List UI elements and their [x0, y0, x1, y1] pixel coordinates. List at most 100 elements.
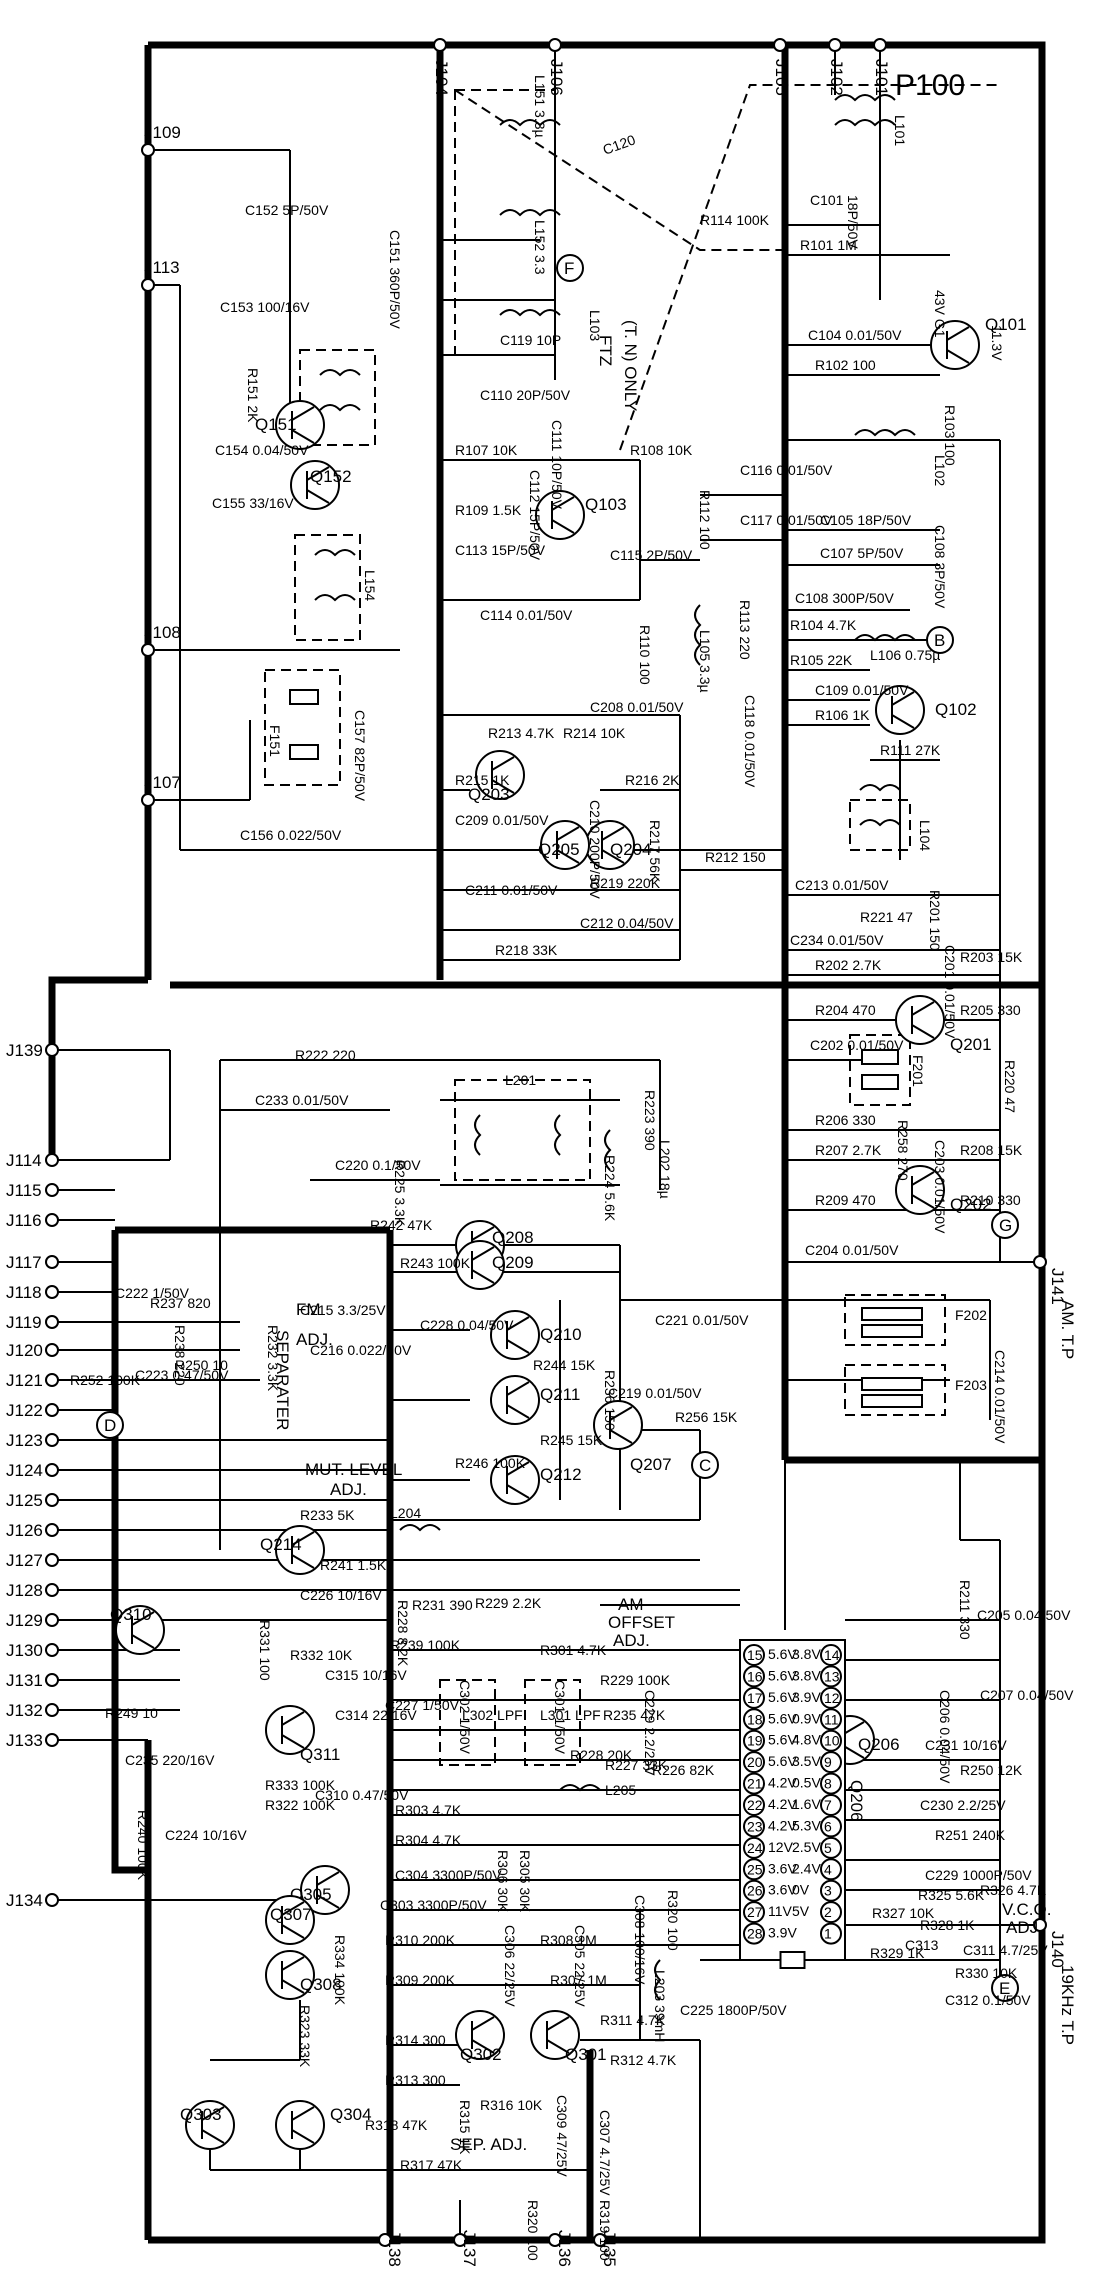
- transistor-emitter: [911, 1194, 935, 1209]
- transistor-collector: [609, 1406, 633, 1421]
- marker-c: C: [691, 1451, 719, 1479]
- connector-j123: J123: [6, 1431, 59, 1450]
- component-label: R303 4.7K: [395, 1802, 462, 1818]
- component-label: C214 0.01/50V: [992, 1350, 1008, 1444]
- ic-pin: [820, 1686, 842, 1709]
- component-label: R101 1M: [800, 237, 857, 253]
- connector-j137: J137: [453, 2230, 479, 2267]
- component-label: R304 4.7K: [395, 1832, 462, 1848]
- component-label: R309 200K: [385, 1972, 456, 1988]
- connector-j129: J129: [6, 1611, 59, 1630]
- note-text: MUT. LEVEL: [305, 1460, 402, 1479]
- transistor-q308: Q308: [265, 1950, 342, 2000]
- ic-pin-number: 23: [747, 1818, 763, 1834]
- connector-j101: J101: [872, 38, 891, 96]
- transistor-collector: [946, 326, 970, 341]
- ic-pin: [743, 1729, 765, 1752]
- connector-label: J127: [6, 1551, 43, 1570]
- component-label: C116 0.01/50V: [740, 462, 833, 478]
- connector-label: J126: [6, 1521, 43, 1540]
- ic-pin: [820, 1922, 842, 1945]
- ic-pin-number: 11: [824, 1711, 839, 1727]
- connector-label: J113: [144, 258, 180, 277]
- ic-pin: [820, 1729, 842, 1752]
- component-label: C151 360P/50V: [387, 230, 403, 330]
- transistor-body: [875, 685, 925, 735]
- component-label: C202 0.01/50V: [810, 1037, 904, 1053]
- ic-pin: [820, 1665, 842, 1688]
- transistor-label: Q311: [300, 1745, 340, 1764]
- transistor-collector: [551, 496, 575, 511]
- transistor-body: [490, 1310, 540, 1360]
- ic-pin: [743, 1751, 765, 1774]
- component-label: C107 5P/50V: [820, 545, 904, 561]
- transistor-label: Q102: [935, 700, 977, 719]
- component-label: R241 1.5K: [320, 1557, 387, 1573]
- connector-label: J135: [600, 2230, 619, 2267]
- ic-pin: [743, 1686, 765, 1709]
- component-label: L105 3.3µ: [697, 630, 713, 693]
- jack-terminal: [141, 793, 155, 807]
- component-label: F202: [955, 1307, 987, 1323]
- transistor-label: Q203: [468, 785, 510, 804]
- ic-pin-voltage: 12V: [768, 1839, 794, 1855]
- transistor-emitter: [891, 714, 915, 729]
- component-label: C155 33/16V: [212, 495, 294, 511]
- transistor-body: [265, 1950, 315, 2000]
- ic-pin: [743, 1922, 765, 1945]
- jack-terminal: [453, 2233, 467, 2247]
- ic-pin-voltage: 5V: [792, 1903, 810, 1919]
- component-label: R107 10K: [455, 442, 518, 458]
- ic-pin-voltage: 5.6V: [768, 1689, 797, 1705]
- transistor-label: Q209: [492, 1253, 534, 1272]
- component-label: C225 1800P/50V: [680, 2002, 787, 2018]
- component-label: C114 0.01/50V: [480, 607, 573, 623]
- transistor-body: [275, 2100, 325, 2150]
- ic-pin-number: 6: [824, 1818, 832, 1834]
- ic-pin-number: 1: [824, 1926, 832, 1942]
- connector-label: J124: [6, 1461, 43, 1480]
- component-label: R256 15K: [675, 1409, 738, 1425]
- connector-j138: J138: [378, 2230, 404, 2267]
- connector-j107: J107: [141, 773, 181, 807]
- component-label: C224 10/16V: [165, 1827, 247, 1843]
- component-label: C212 0.04/50V: [580, 915, 674, 931]
- transistor-label: Q207: [630, 1455, 672, 1474]
- connector-label: J123: [6, 1431, 43, 1450]
- transistor-label: Q212: [540, 1465, 582, 1484]
- transistor-label: Q201: [950, 1035, 992, 1054]
- component-label: F203: [955, 1377, 987, 1393]
- connector-label: J101: [872, 59, 891, 96]
- component-label: R210 330: [960, 1192, 1021, 1208]
- jack-terminal: [873, 38, 887, 52]
- component-label: C201 0.01/50V: [942, 945, 958, 1039]
- note-text: ADJ.: [296, 1330, 333, 1349]
- component-label: C152 5P/50V: [245, 202, 329, 218]
- jack-terminal: [45, 1463, 59, 1477]
- jack-terminal: [45, 1523, 59, 1537]
- component-label: R112 100: [697, 490, 713, 550]
- marker-circle: [556, 254, 584, 282]
- transistor-collector: [281, 1956, 305, 1971]
- ic-pin-number: 22: [747, 1797, 763, 1813]
- component-label: C310 0.47/50V: [315, 1787, 409, 1803]
- component-label: R333 100K: [265, 1777, 336, 1793]
- component-label: R207 2.7K: [815, 1142, 882, 1158]
- component-label: C219 0.01/50V: [608, 1385, 702, 1401]
- jack-terminal: [593, 2233, 607, 2247]
- component-label: C213 0.01/50V: [795, 877, 889, 893]
- component-label: R211 330: [957, 1580, 973, 1640]
- transistor-q310: Q310: [110, 1605, 165, 1655]
- component-label: C120: [601, 131, 638, 158]
- marker-d: D: [96, 1411, 124, 1439]
- jack-terminal: [548, 38, 562, 52]
- component-label: C223 0.47/50V: [135, 1367, 229, 1383]
- jack-terminal: [45, 1315, 59, 1329]
- component-label: R202 2.7K: [815, 957, 882, 973]
- connector-j120: J120: [6, 1341, 59, 1360]
- ic-pin: [820, 1879, 842, 1902]
- note-text: (T. N) ONLY: [621, 320, 640, 411]
- transistor-label: Q304: [330, 2105, 372, 2124]
- transistor-emitter: [506, 1339, 530, 1354]
